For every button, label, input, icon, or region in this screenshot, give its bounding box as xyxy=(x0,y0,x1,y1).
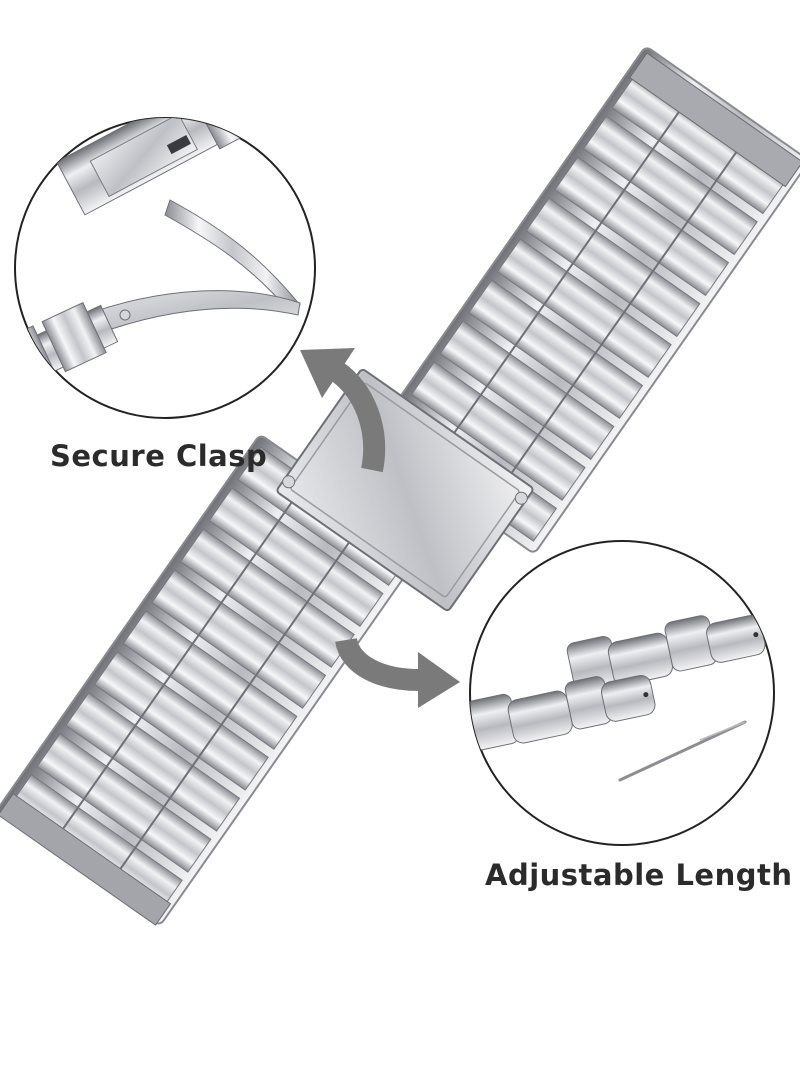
adjustable-length-label: Adjustable Length xyxy=(485,858,793,892)
curved-arrow-icon xyxy=(335,637,460,708)
adjust-detail-image xyxy=(470,614,766,782)
secure-clasp-label: Secure Clasp xyxy=(50,439,268,473)
watch-band-upper xyxy=(371,47,800,553)
clasp-plate xyxy=(276,368,534,612)
curved-arrow-icon xyxy=(300,348,386,473)
